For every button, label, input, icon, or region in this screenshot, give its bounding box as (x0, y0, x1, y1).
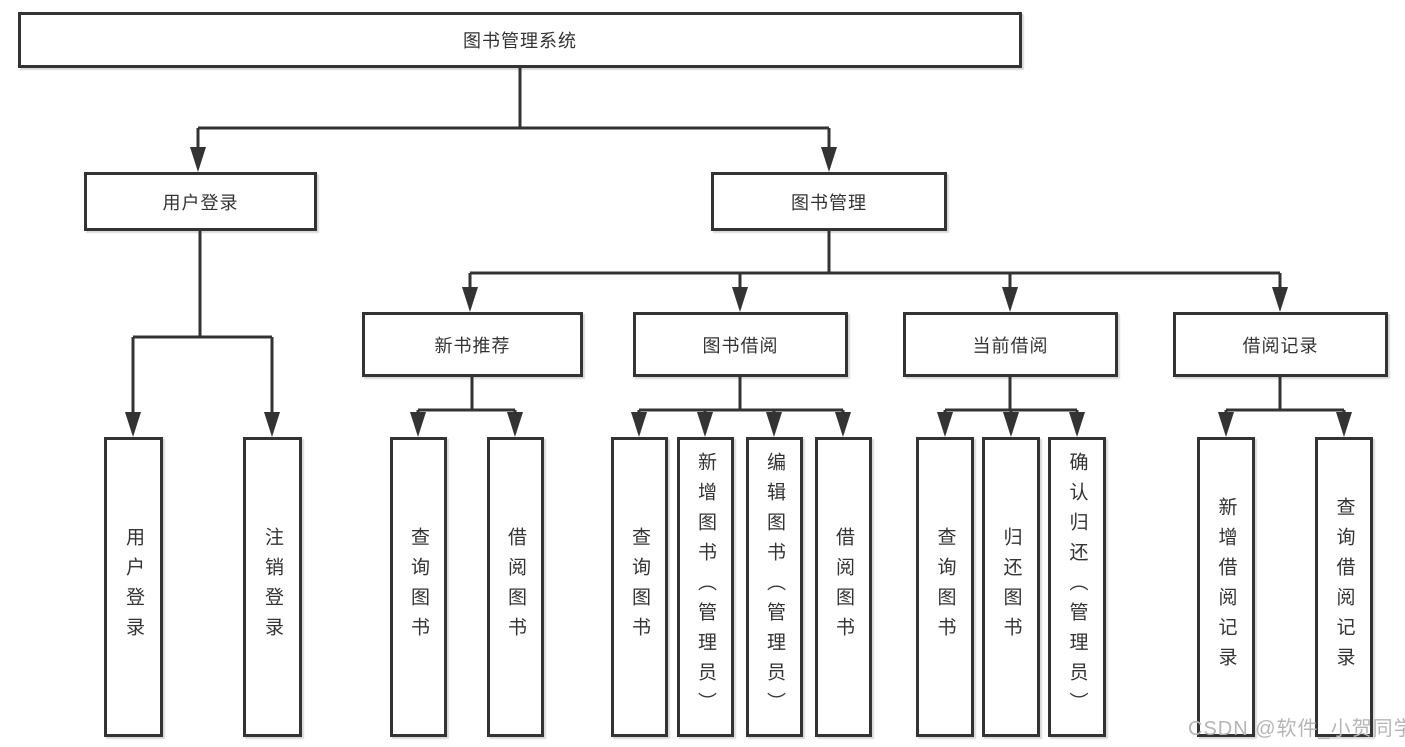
leaf-current-confirm-return-admin-label: 确认归还（管理员） (1066, 452, 1088, 722)
csdn-watermark: CSDN @软件_小贺同学 (1188, 718, 1405, 740)
node-new-book-recommend-label: 新书推荐 (434, 335, 511, 356)
leaf-recommend-search-books-label: 查询图书 (408, 527, 429, 647)
leaf-current-confirm-return-admin: 确认归还（管理员） (1048, 437, 1106, 737)
node-borrow-records-label: 借阅记录 (1242, 335, 1319, 356)
node-new-book-recommend: 新书推荐 (362, 312, 583, 377)
leaf-records-search-record: 查询借阅记录 (1315, 437, 1373, 737)
leaf-recommend-borrow-books-label: 借阅图书 (505, 527, 526, 647)
leaf-records-add-record: 新增借阅记录 (1197, 437, 1255, 737)
node-book-management-label: 图书管理 (791, 192, 867, 213)
leaf-current-return-books: 归还图书 (982, 437, 1040, 737)
node-book-borrow: 图书借阅 (633, 312, 848, 377)
node-user-login-label: 用户登录 (162, 192, 239, 213)
node-root: 图书管理系统 (18, 12, 1022, 68)
leaf-borrow-add-books-admin-label: 新增图书（管理员） (695, 452, 716, 722)
node-user-login: 用户登录 (84, 172, 317, 231)
leaf-current-return-books-label: 归还图书 (1000, 527, 1022, 647)
leaf-logout-login: 注销登录 (243, 437, 302, 737)
node-current-borrow-label: 当前借阅 (972, 335, 1049, 356)
leaf-borrow-edit-books-admin-label: 编辑图书（管理员） (764, 452, 785, 722)
leaf-borrow-add-books-admin: 新增图书（管理员） (677, 437, 734, 737)
tree-edges (131, 66, 1346, 433)
leaf-current-search-books: 查询图书 (916, 437, 974, 737)
node-borrow-records: 借阅记录 (1173, 312, 1388, 377)
leaf-recommend-search-books: 查询图书 (390, 437, 447, 737)
leaf-user-login-label: 用户登录 (123, 527, 144, 647)
leaf-borrow-search-books: 查询图书 (611, 437, 668, 737)
node-current-borrow: 当前借阅 (903, 312, 1118, 377)
leaf-user-login: 用户登录 (104, 437, 163, 737)
leaf-borrow-search-books-label: 查询图书 (629, 527, 650, 647)
node-book-borrow-label: 图书借阅 (702, 335, 779, 356)
leaf-borrow-edit-books-admin: 编辑图书（管理员） (746, 437, 803, 737)
leaf-records-add-record-label: 新增借阅记录 (1215, 497, 1237, 677)
leaf-logout-login-label: 注销登录 (262, 527, 283, 647)
leaf-recommend-borrow-books: 借阅图书 (487, 437, 544, 737)
leaf-borrow-borrow-books-label: 借阅图书 (833, 527, 854, 647)
node-book-management: 图书管理 (711, 172, 947, 231)
leaf-borrow-borrow-books: 借阅图书 (815, 437, 872, 737)
leaf-current-search-books-label: 查询图书 (934, 527, 956, 647)
node-root-label: 图书管理系统 (463, 31, 577, 51)
leaf-records-search-record-label: 查询借阅记录 (1333, 497, 1355, 677)
